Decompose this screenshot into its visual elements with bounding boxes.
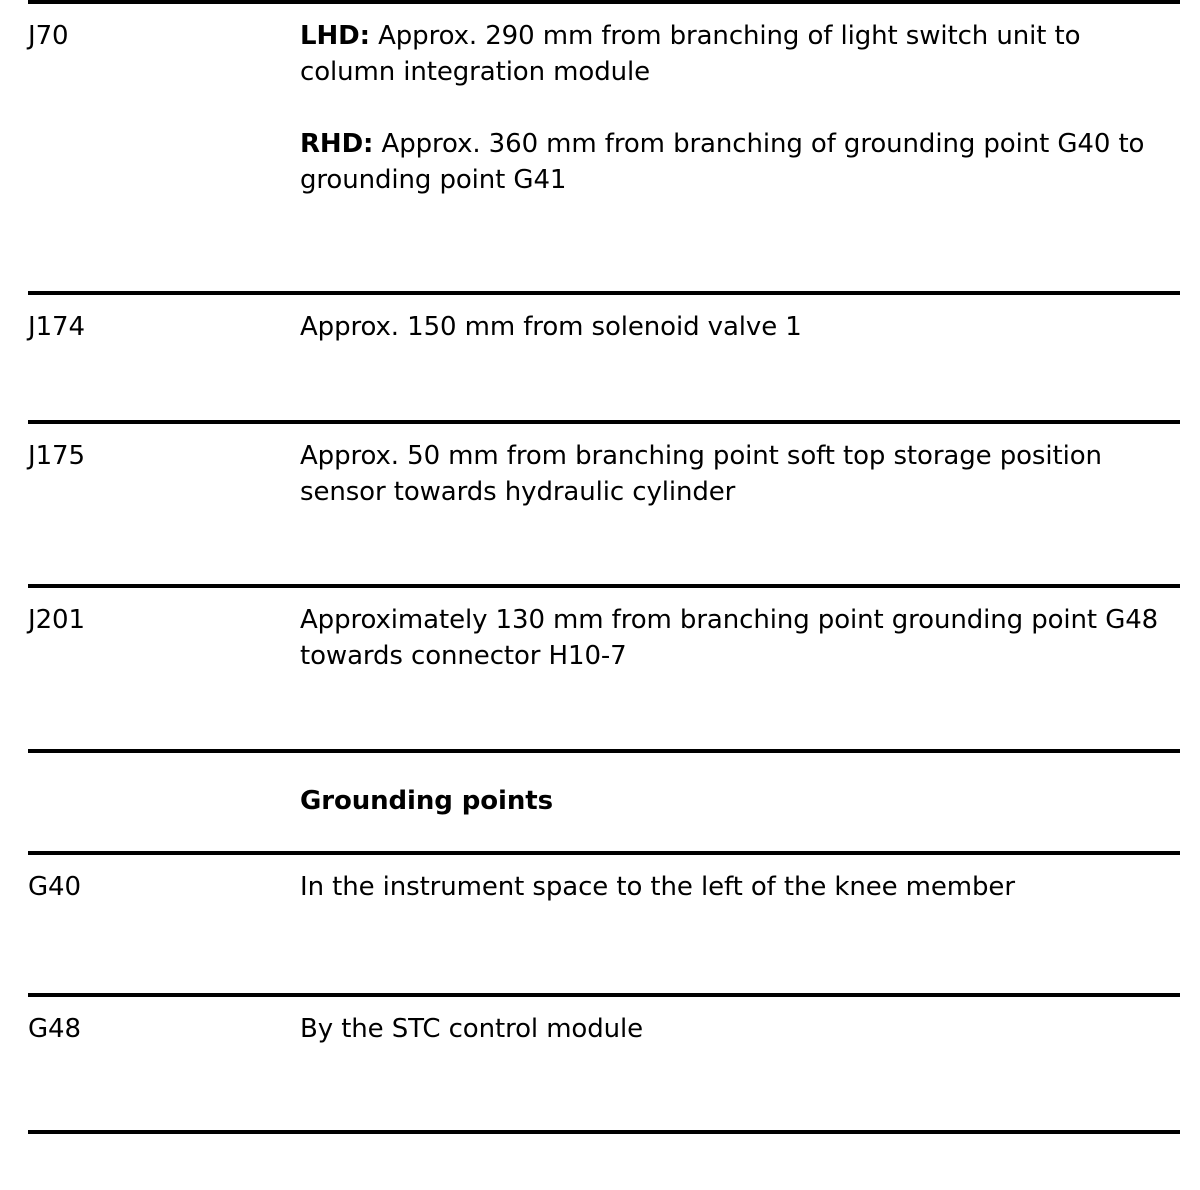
description-paragraph: By the STC control module xyxy=(300,1011,1180,1047)
table-row: J175 Approx. 50 mm from branching point … xyxy=(28,424,1180,584)
row-description: By the STC control module xyxy=(300,1011,1180,1047)
row-identifier: J174 xyxy=(28,312,85,342)
row-description: Approximately 130 mm from branching poin… xyxy=(300,602,1180,674)
table-rule-top xyxy=(28,0,1180,4)
description-text: Approx. 150 mm from solenoid valve 1 xyxy=(300,312,802,342)
row-identifier: G40 xyxy=(28,872,81,902)
table-row: G40 In the instrument space to the left … xyxy=(28,855,1180,993)
description-text: Approx. 290 mm from branching of light s… xyxy=(300,21,1081,87)
row-description: LHD: Approx. 290 mm from branching of li… xyxy=(300,18,1180,198)
section-heading-cell: Grounding points xyxy=(300,783,1180,819)
description-paragraph: RHD: Approx. 360 mm from branching of gr… xyxy=(300,126,1180,198)
description-text: Approx. 50 mm from branching point soft … xyxy=(300,441,1102,507)
table-row: J70 LHD: Approx. 290 mm from branching o… xyxy=(28,4,1180,291)
row-identifier: J70 xyxy=(28,21,69,51)
description-paragraph: Approximately 130 mm from branching poin… xyxy=(300,602,1180,674)
description-paragraph: LHD: Approx. 290 mm from branching of li… xyxy=(300,18,1180,90)
reference-table: J70 LHD: Approx. 290 mm from branching o… xyxy=(28,0,1180,1134)
table-rule xyxy=(28,420,1180,424)
table-rule xyxy=(28,993,1180,997)
table-rule xyxy=(28,851,1180,855)
description-paragraph: Approx. 150 mm from solenoid valve 1 xyxy=(300,309,1180,345)
table-rule-bottom xyxy=(28,1130,1180,1134)
section-heading: Grounding points xyxy=(300,786,553,816)
table-rule xyxy=(28,749,1180,753)
row-description: Approx. 50 mm from branching point soft … xyxy=(300,438,1180,510)
table-row: J201 Approximately 130 mm from branching… xyxy=(28,588,1180,749)
table-row: G48 By the STC control module xyxy=(28,997,1180,1130)
description-text: In the instrument space to the left of t… xyxy=(300,872,1015,902)
description-paragraph: Approx. 50 mm from branching point soft … xyxy=(300,438,1180,510)
table-rule xyxy=(28,291,1180,295)
row-description: Approx. 150 mm from solenoid valve 1 xyxy=(300,309,1180,345)
table-section-row: Grounding points xyxy=(28,753,1180,851)
variant-label-rhd: RHD: xyxy=(300,129,374,159)
description-text: Approximately 130 mm from branching poin… xyxy=(300,605,1159,671)
table-rule xyxy=(28,584,1180,588)
description-paragraph: In the instrument space to the left of t… xyxy=(300,869,1180,905)
row-identifier: G48 xyxy=(28,1014,81,1044)
row-description: In the instrument space to the left of t… xyxy=(300,869,1180,905)
row-identifier: J201 xyxy=(28,605,85,635)
description-text: By the STC control module xyxy=(300,1014,644,1044)
description-text: Approx. 360 mm from branching of groundi… xyxy=(300,129,1145,195)
table-row: J174 Approx. 150 mm from solenoid valve … xyxy=(28,295,1180,420)
row-identifier: J175 xyxy=(28,441,85,471)
variant-label-lhd: LHD: xyxy=(300,21,370,51)
